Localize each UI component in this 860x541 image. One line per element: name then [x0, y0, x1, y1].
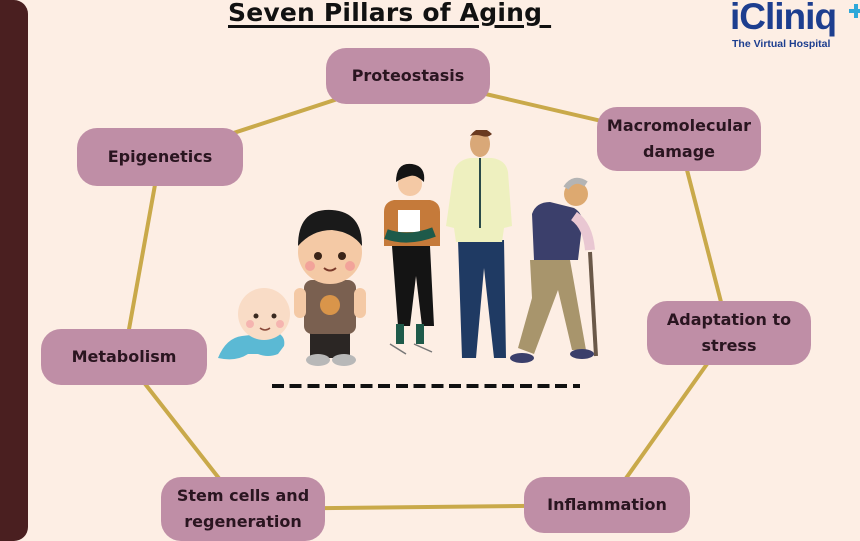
plus-cross-icon	[849, 4, 860, 18]
adult-figure	[446, 130, 512, 358]
pillar-label: Inflammation	[547, 495, 667, 514]
page-title: Seven Pillars of Aging	[228, 0, 552, 27]
life-stages-illustration	[218, 130, 598, 366]
iclinic-logo: iCliniq The Virtual Hospital	[728, 0, 860, 54]
elderly-figure	[510, 177, 598, 363]
teenager-figure	[384, 163, 440, 355]
logo-wordmark: iCliniq	[730, 0, 837, 37]
pillar-label: Proteostasis	[351, 66, 465, 85]
pillar-label: Epigenetics	[107, 147, 213, 166]
pillar-label: Metabolism	[71, 347, 177, 366]
timeline-dashed-line	[272, 384, 580, 388]
pillar-macromolecular-damage: Macromolecular damage	[597, 107, 761, 171]
pillar-label: Macromolecular damage	[606, 116, 752, 161]
toddler-figure	[294, 209, 366, 366]
pillar-metabolism: Metabolism	[41, 329, 207, 385]
pillar-label: Stem cells and regeneration	[176, 486, 310, 531]
pillar-epigenetics: Epigenetics	[77, 128, 243, 186]
pillar-stem-cells-and-regeneration: Stem cells and regeneration	[161, 477, 325, 541]
baby-figure	[218, 288, 290, 360]
logo-tagline: The Virtual Hospital	[732, 38, 831, 50]
left-accent-bar	[0, 0, 28, 541]
pillar-adaptation-to-stress: Adaptation to stress	[647, 301, 811, 365]
pillar-proteostasis: Proteostasis	[326, 48, 490, 104]
pillar-label: Adaptation to stress	[666, 310, 792, 355]
pillar-inflammation: Inflammation	[524, 477, 690, 533]
